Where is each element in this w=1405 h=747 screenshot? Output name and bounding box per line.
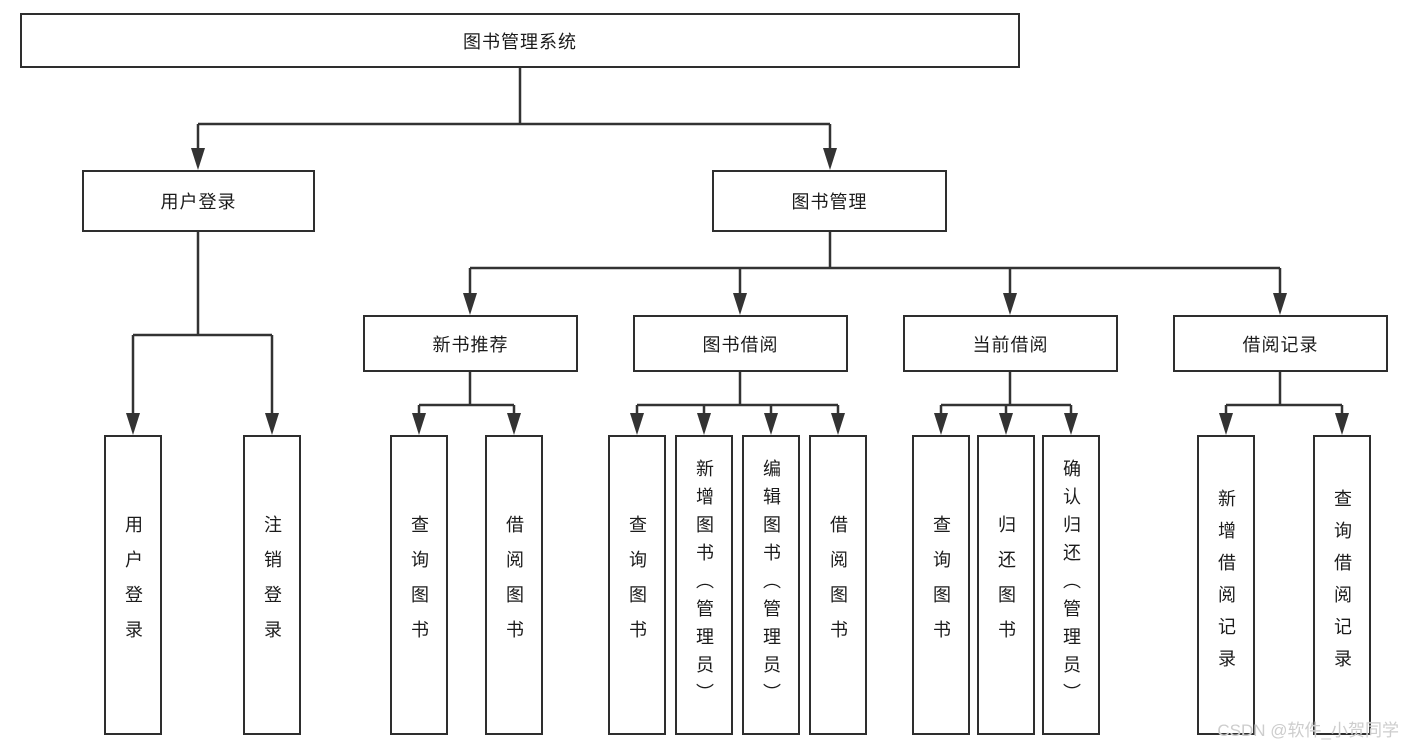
- node-borrowing-records: 借阅记录: [1173, 315, 1388, 372]
- connector-book-borrowing: [630, 372, 845, 435]
- leaf-add-book-admin: 新增图书（管理员）: [675, 435, 733, 735]
- connector-current-borrowing: [934, 372, 1078, 435]
- node-book-borrowing: 图书借阅: [633, 315, 848, 372]
- connector-root: [191, 68, 837, 170]
- leaf-add-borrow-record: 新增借阅记录: [1197, 435, 1255, 735]
- connector-borrowing-records: [1219, 372, 1349, 435]
- leaf-user-login: 用户登录: [104, 435, 162, 735]
- node-current-borrowing: 当前借阅: [903, 315, 1118, 372]
- leaf-borrow-books-1: 借阅图书: [485, 435, 543, 735]
- csdn-watermark: CSDN @软件_小贺同学: [1217, 721, 1399, 740]
- connector-user-login: [126, 232, 279, 435]
- node-book-management: 图书管理: [712, 170, 947, 232]
- node-library-system: 图书管理系统: [20, 13, 1020, 68]
- leaf-query-books-1: 查询图书: [390, 435, 448, 735]
- node-user-login: 用户登录: [82, 170, 315, 232]
- connector-new-book-recommendation: [412, 372, 521, 435]
- leaf-logout: 注销登录: [243, 435, 301, 735]
- connector-book-management: [463, 232, 1287, 315]
- leaf-confirm-return-admin: 确认归还（管理员）: [1042, 435, 1100, 735]
- leaf-query-borrow-record: 查询借阅记录: [1313, 435, 1371, 735]
- leaf-query-books-3: 查询图书: [912, 435, 970, 735]
- leaf-return-book: 归还图书: [977, 435, 1035, 735]
- node-new-book-recommendation: 新书推荐: [363, 315, 578, 372]
- leaf-edit-book-admin: 编辑图书（管理员）: [742, 435, 800, 735]
- leaf-query-books-2: 查询图书: [608, 435, 666, 735]
- leaf-borrow-books-2: 借阅图书: [809, 435, 867, 735]
